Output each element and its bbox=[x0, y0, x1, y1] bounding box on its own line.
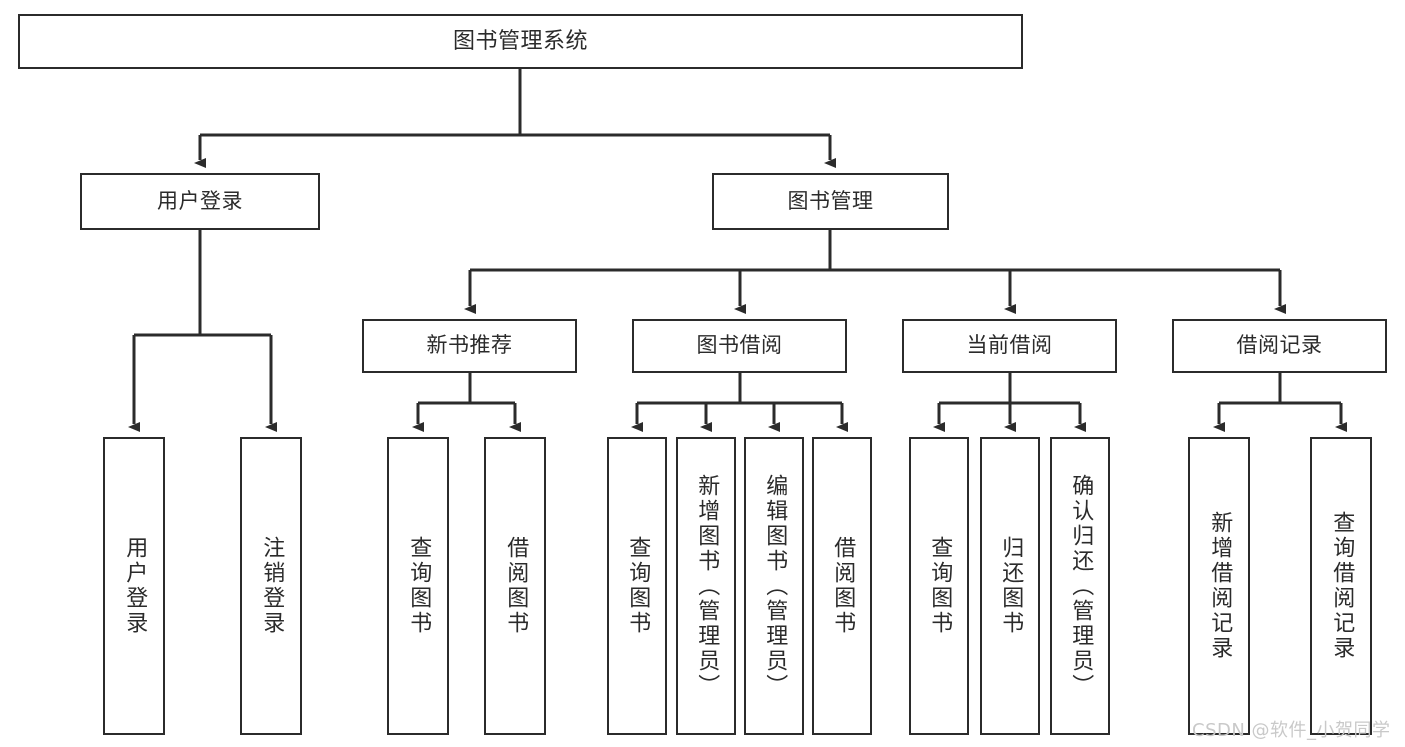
leaf-node[interactable]: 查询图书 bbox=[387, 437, 449, 735]
leaf-node[interactable]: 查询图书 bbox=[607, 437, 667, 735]
leaf-node-label: 新增借阅记录 bbox=[1207, 511, 1233, 661]
leaf-node-label: 查询借阅记录 bbox=[1329, 511, 1355, 661]
node-book-borrowing-label: 图书借阅 bbox=[696, 333, 783, 358]
leaf-node-label: 确认归还（管理员） bbox=[1068, 473, 1094, 699]
leaf-node[interactable]: 编辑图书（管理员） bbox=[744, 437, 804, 735]
leaf-node-label: 查询图书 bbox=[625, 536, 651, 636]
node-root-label: 图书管理系统 bbox=[452, 28, 588, 54]
node-book-borrowing[interactable]: 图书借阅 bbox=[632, 319, 847, 373]
leaf-node[interactable]: 借阅图书 bbox=[812, 437, 872, 735]
leaf-node[interactable]: 借阅图书 bbox=[484, 437, 546, 735]
node-current-borrowing-label: 当前借阅 bbox=[966, 333, 1053, 358]
leaf-node[interactable]: 新增借阅记录 bbox=[1188, 437, 1250, 735]
leaf-node-label: 编辑图书（管理员） bbox=[762, 473, 788, 699]
node-book-management[interactable]: 图书管理 bbox=[712, 173, 949, 230]
leaf-node[interactable]: 注销登录 bbox=[240, 437, 302, 735]
node-book-management-label: 图书管理 bbox=[787, 188, 874, 213]
leaf-node[interactable]: 用户登录 bbox=[103, 437, 165, 735]
watermark: CSDN @软件_小贺同学 bbox=[1192, 720, 1391, 741]
node-borrow-records-label: 借阅记录 bbox=[1236, 333, 1323, 358]
leaf-node-label: 查询图书 bbox=[406, 536, 432, 636]
node-user-login-label: 用户登录 bbox=[157, 188, 243, 213]
node-root[interactable]: 图书管理系统 bbox=[18, 14, 1023, 69]
leaf-node-label: 归还图书 bbox=[998, 536, 1024, 636]
leaf-node-label: 新增图书（管理员） bbox=[694, 473, 720, 699]
leaf-node[interactable]: 查询借阅记录 bbox=[1310, 437, 1372, 735]
leaf-node-label: 用户登录 bbox=[122, 536, 148, 636]
leaf-node[interactable]: 查询图书 bbox=[909, 437, 969, 735]
node-current-borrowing[interactable]: 当前借阅 bbox=[902, 319, 1117, 373]
leaf-node-label: 注销登录 bbox=[259, 536, 285, 636]
leaf-node[interactable]: 新增图书（管理员） bbox=[676, 437, 736, 735]
node-new-book-recommendation[interactable]: 新书推荐 bbox=[362, 319, 577, 373]
leaf-node-label: 借阅图书 bbox=[503, 536, 529, 636]
leaf-node[interactable]: 归还图书 bbox=[980, 437, 1040, 735]
node-borrow-records[interactable]: 借阅记录 bbox=[1172, 319, 1387, 373]
node-user-login[interactable]: 用户登录 bbox=[80, 173, 320, 230]
leaf-node-label: 查询图书 bbox=[927, 536, 953, 636]
leaf-node-label: 借阅图书 bbox=[830, 536, 856, 636]
node-new-book-recommendation-label: 新书推荐 bbox=[426, 333, 513, 358]
leaf-node[interactable]: 确认归还（管理员） bbox=[1050, 437, 1110, 735]
